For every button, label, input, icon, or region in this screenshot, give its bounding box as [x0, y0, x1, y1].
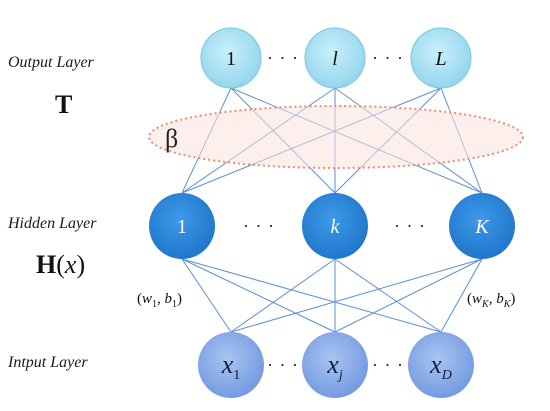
param-last-w: w: [472, 291, 482, 307]
input-node-xD-subscript: D: [441, 368, 452, 383]
input-node-x1: [198, 332, 264, 398]
hidden-layer-name: Hidden Layer: [7, 215, 97, 232]
output-ellipsis-right: · · ·: [372, 48, 404, 68]
input-node-xD-base: x: [429, 350, 442, 379]
output-ellipsis-left: · · ·: [267, 48, 299, 68]
output-node-L-label: L: [434, 48, 446, 70]
hidden-node-K-label: K: [474, 216, 490, 238]
param-first-w: w: [142, 291, 152, 307]
input-node-xj-label: xj: [326, 350, 343, 383]
input-node-x1-label: x1: [221, 350, 241, 383]
input-node-xD-label: xD: [429, 350, 452, 383]
input-node-xD: [408, 332, 474, 398]
input-ellipsis-left: · · ·: [267, 355, 299, 375]
beta-label: β: [165, 124, 178, 153]
param-first-b-sub: 1: [172, 299, 177, 310]
edge-input1-hidden0: [181, 258, 336, 333]
edge-input0-hidden0: [181, 258, 232, 333]
edge-input0-hidden1: [230, 258, 336, 333]
edge-input2-hidden1: [334, 258, 442, 333]
param-first-b: b: [165, 291, 173, 307]
param-last-w-sub: K: [481, 299, 490, 310]
hidden-symbol-args: (x): [56, 250, 85, 279]
hidden-symbol-H: H: [36, 250, 56, 279]
hidden-node-1-label: 1: [177, 216, 187, 238]
output-node-l: [304, 27, 366, 89]
param-last-comma: ,: [489, 291, 497, 307]
param-last-open: (: [467, 291, 472, 307]
output-layer-name: Output Layer: [8, 54, 95, 71]
hidden-node-1: [149, 193, 215, 259]
hidden-node-K: [449, 193, 515, 259]
output-layer-symbol: T: [55, 90, 72, 119]
param-first: (w1, b1): [137, 291, 182, 310]
beta-weights-ellipse: [148, 105, 524, 169]
input-node-xj-base: x: [326, 350, 339, 379]
input-layer-name: Intput Layer: [7, 354, 88, 371]
output-node-l-label: l: [332, 48, 338, 70]
output-node-1-label: 1: [226, 48, 236, 70]
hidden-node-k-label: k: [331, 216, 341, 238]
edge-input0-hidden2: [230, 258, 483, 333]
output-node-L: [410, 27, 472, 89]
hidden-ellipsis-right: · · ·: [394, 216, 426, 236]
hidden-layer-symbol: H(x): [36, 250, 85, 279]
hidden-ellipsis-left: · · ·: [243, 216, 275, 236]
hidden-node-k: [302, 193, 368, 259]
edge-input2-hidden2: [440, 258, 483, 333]
param-first-comma: ,: [157, 291, 165, 307]
input-node-xj: [302, 332, 368, 398]
param-last-b-sub: K: [503, 299, 512, 310]
edge-input1-hidden2: [334, 258, 483, 333]
input-node-xj-subscript: j: [337, 368, 343, 383]
param-first-open: (: [137, 291, 142, 307]
edge-input2-hidden0: [181, 258, 442, 333]
param-last-b: b: [496, 291, 504, 307]
connection-lines: [181, 87, 483, 333]
input-ellipsis-right: · · ·: [372, 355, 404, 375]
param-last-close: ): [510, 291, 515, 307]
input-node-x1-base: x: [221, 350, 234, 379]
param-first-close: ): [177, 291, 182, 307]
param-first-w-sub: 1: [152, 299, 157, 310]
param-last: (wK, bK): [467, 291, 515, 310]
output-node-1: [200, 27, 262, 89]
input-node-x1-subscript: 1: [233, 368, 240, 383]
